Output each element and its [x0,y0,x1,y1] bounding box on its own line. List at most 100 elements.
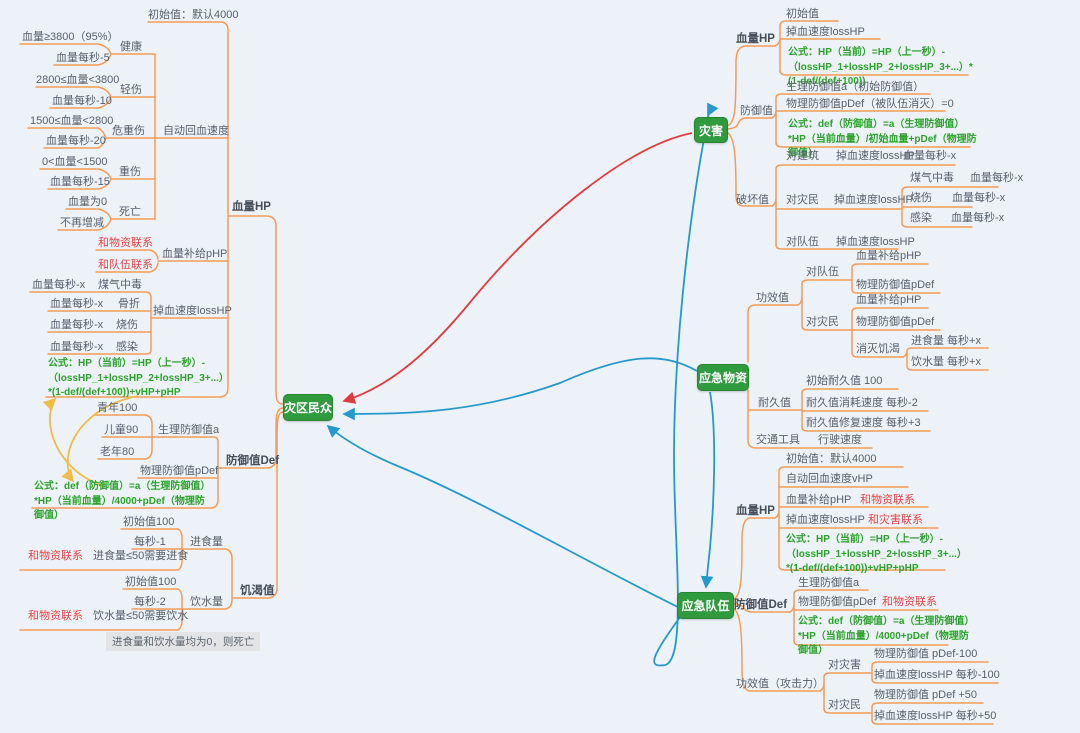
branch-attack[interactable]: 功效值（攻击力） [736,678,824,690]
topic-status-name[interactable]: 重伤 [119,166,141,178]
link-disaster[interactable]: 和灾害联系 [868,514,923,526]
branch-durability[interactable]: 耐久值 [758,397,791,409]
topic-eat[interactable]: 进食量 [190,536,223,548]
topic-hp-supply[interactable]: 血量补给pHP [786,494,852,506]
topic-hp-supply[interactable]: 血量补给pHP [162,248,228,260]
topic-loss-speed[interactable]: 掉血速度lossHP [834,194,913,206]
topic-loss-cause[interactable]: 骨折 [118,298,140,310]
topic-drink[interactable]: 饮水量 [190,596,223,608]
topic-durability-consume[interactable]: 耐久值消耗速度 每秒-2 [806,397,918,409]
branch-disaster-def[interactable]: 防御值 [740,105,773,117]
topic-age[interactable]: 青年100 [97,402,138,414]
topic-travel-speed[interactable]: 行驶速度 [818,434,862,446]
topic-loss-cause[interactable]: 感染 [116,341,138,353]
topic-loss-cause[interactable]: 感染 [910,212,932,224]
topic-hp-supply[interactable]: 血量补给pHP [856,250,922,262]
topic-auto-regen[interactable]: 自动回血速度vHP [786,473,873,485]
topic-status-cond[interactable]: 1500≤血量<2800 [30,115,114,127]
link-supplies[interactable]: 和物资联系 [860,494,915,506]
topic-loss-rate[interactable]: 血量每秒-x [952,192,1006,204]
topic-status-effect[interactable]: 血量每秒-15 [50,176,110,188]
link-supplies[interactable]: 和物资联系 [98,237,153,249]
topic-status-cond[interactable]: 血量为0 [68,196,108,208]
link-supplies[interactable]: 和物资联系 [28,550,83,562]
topic-loss-speed[interactable]: 掉血速度lossHP [786,514,865,526]
topic-loss-rate[interactable]: 血量每秒-x [903,150,957,162]
topic-physical-def[interactable]: 物理防御值pDef [798,596,877,608]
topic-loss-rate[interactable]: 血量每秒-x [970,172,1024,184]
node-disaster[interactable]: 灾害 [694,117,728,143]
node-disaster-victims[interactable]: 灾区民众 [283,394,333,421]
topic-status-name[interactable]: 死亡 [119,206,141,218]
formula-disaster-def[interactable]: 公式：def（防御值）=a（生理防御值）*HP（当前血量）/初始血量+pDef（… [788,119,977,159]
topic-loss-change[interactable]: 掉血速度lossHP 每秒+50 [874,710,997,722]
topic-physical-def[interactable]: 物理防御值pDef（被队伍消灭）=0 [786,98,954,110]
topic-eat-rate[interactable]: 每秒-1 [134,536,166,548]
topic-drink-gain[interactable]: 饮水量 每秒+x [911,356,981,368]
formula-hp[interactable]: 公式：HP（当前）=HP（上一秒）-（lossHP_1+lossHP_2+los… [48,358,224,398]
topic-drink-init[interactable]: 初始值100 [125,576,177,588]
branch-transport[interactable]: 交通工具 [756,434,800,446]
topic-status-effect[interactable]: 血量每秒-10 [52,95,112,107]
topic-vs-victims[interactable]: 对灾民 [786,194,819,206]
node-emergency-team[interactable]: 应急队伍 [677,592,734,619]
note-death-condition[interactable]: 进食量和饮水量均为0，则死亡 [106,632,261,651]
link-team[interactable]: 和队伍联系 [98,259,153,271]
topic-vs-building[interactable]: 对建筑 [786,150,819,162]
topic-physical-def[interactable]: 物理防御值pDef [856,316,935,328]
node-emergency-supplies[interactable]: 应急物资 [697,364,749,391]
topic-physio-def[interactable]: 生理防御值a [158,424,220,436]
formula-team-hp[interactable]: 公式：HP（当前）=HP（上一秒）-（lossHP_1+lossHP_2+los… [786,534,967,574]
branch-effect[interactable]: 功效值 [756,292,789,304]
topic-pdef-change[interactable]: 物理防御值 pDef +50 [874,689,978,701]
topic-vs-victims[interactable]: 对灾民 [828,699,861,711]
topic-status-name[interactable]: 健康 [120,41,142,53]
topic-vs-team[interactable]: 对队伍 [806,266,839,278]
topic-eat-init[interactable]: 初始值100 [123,516,175,528]
branch-team-hp[interactable]: 血量HP [736,505,775,517]
topic-vs-team[interactable]: 对队伍 [786,236,819,248]
formula-team-def[interactable]: 公式：def（防御值）=a（生理防御值）*HP（当前血量）/4000+pDef（… [798,616,970,656]
topic-age[interactable]: 老年80 [100,446,135,458]
topic-loss-cause[interactable]: 煤气中毒 [98,279,142,291]
topic-vs-victims[interactable]: 对灾民 [806,316,839,328]
formula-def[interactable]: 公式：def（防御值）=a（生理防御值）*HP（当前血量）/4000+pDef（… [34,481,211,521]
topic-vs-disaster[interactable]: 对灾害 [828,659,861,671]
topic-loss-cause[interactable]: 煤气中毒 [910,172,954,184]
topic-durability-repair[interactable]: 耐久值修复速度 每秒+3 [806,417,921,429]
link-supplies[interactable]: 和物资联系 [28,610,83,622]
topic-loss-rate[interactable]: 血量每秒-x [50,341,104,353]
topic-loss-change[interactable]: 掉血速度lossHP 每秒-100 [874,669,1000,681]
topic-loss-rate[interactable]: 血量每秒-x [951,212,1005,224]
topic-eat-gain[interactable]: 进食量 每秒+x [911,335,981,347]
topic-loss-speed[interactable]: 掉血速度lossHP [836,236,915,248]
topic-drink-rate[interactable]: 每秒-2 [134,596,166,608]
topic-auto-regen[interactable]: 自动回血速度 [163,125,229,137]
branch-disaster-hp[interactable]: 血量HP [736,33,775,45]
topic-eat-cond[interactable]: 进食量≤50需要进食 [93,550,189,562]
topic-hp-supply[interactable]: 血量补给pHP [856,294,922,306]
topic-status-cond[interactable]: 血量≥3800（95%） [22,31,119,43]
topic-loss-speed[interactable]: 掉血速度lossHP [786,26,865,38]
topic-drink-cond[interactable]: 饮水量≤50需要饮水 [93,610,189,622]
link-supplies[interactable]: 和物资联系 [882,596,937,608]
topic-status-effect[interactable]: 血量每秒-5 [56,52,110,64]
topic-status-name[interactable]: 轻伤 [120,84,142,96]
topic-physical-def[interactable]: 物理防御值pDef [140,465,219,477]
topic-init[interactable]: 初始值：默认4000 [786,453,877,465]
topic-status-cond[interactable]: 2800≤血量<3800 [36,74,120,86]
branch-hp[interactable]: 血量HP [232,201,271,213]
topic-physical-def[interactable]: 物理防御值pDef [856,279,935,291]
topic-loss-cause[interactable]: 烧伤 [910,192,932,204]
topic-loss-speed[interactable]: 掉血速度lossHP [153,305,232,317]
topic-cure-hunger[interactable]: 消灭饥渴 [856,343,900,355]
branch-def[interactable]: 防御值Def [226,455,280,467]
topic-age[interactable]: 儿童90 [104,424,139,436]
topic-init[interactable]: 初始值 [786,8,819,20]
topic-physio-def[interactable]: 生理防御值a [798,577,860,589]
branch-damage[interactable]: 破坏值 [736,194,769,206]
topic-status-name[interactable]: 危重伤 [112,125,145,137]
topic-loss-rate[interactable]: 血量每秒-x [32,279,86,291]
topic-initial-value[interactable]: 初始值：默认4000 [148,9,239,21]
topic-physio-def[interactable]: 生理防御值a（初始防御值） [786,81,925,93]
